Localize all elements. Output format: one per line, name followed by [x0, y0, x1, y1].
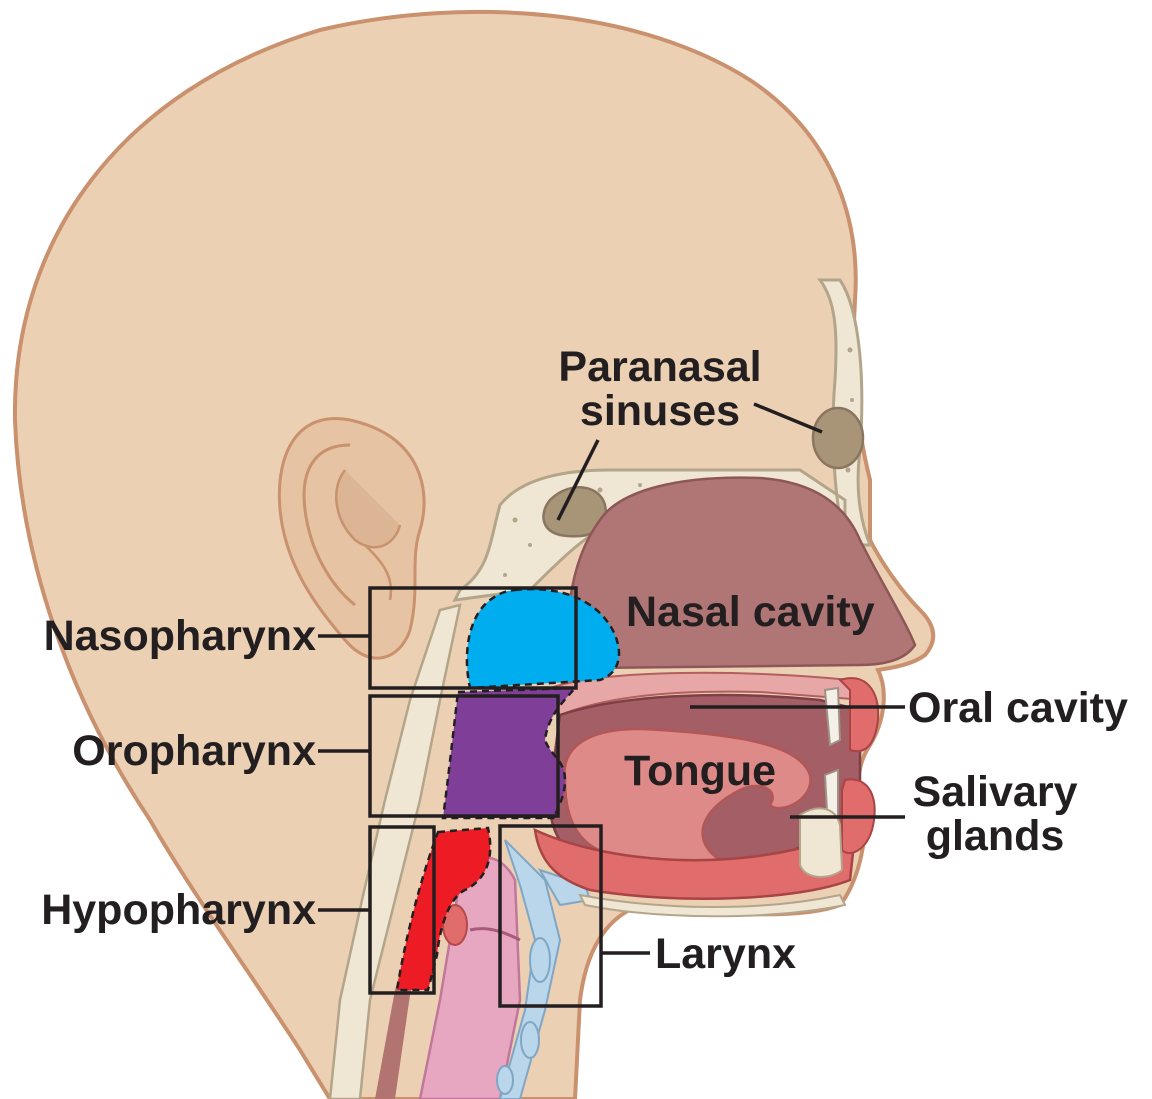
label-nasal-cavity: Nasal cavity: [626, 588, 875, 636]
label-nasopharynx: Nasopharynx: [44, 612, 317, 660]
label-paranasal-line1: Paranasal: [558, 343, 761, 391]
label-paranasal-line2: sinuses: [580, 387, 740, 435]
label-salivary-line1: Salivary: [913, 768, 1078, 816]
label-larynx: Larynx: [655, 930, 796, 978]
frontal-sinus: [813, 408, 863, 468]
label-salivary-line2: glands: [926, 812, 1065, 860]
label-oropharynx: Oropharynx: [72, 727, 316, 775]
label-hypopharynx: Hypopharynx: [41, 886, 316, 934]
label-tongue: Tongue: [624, 747, 776, 795]
label-oral-cavity: Oral cavity: [908, 684, 1128, 732]
